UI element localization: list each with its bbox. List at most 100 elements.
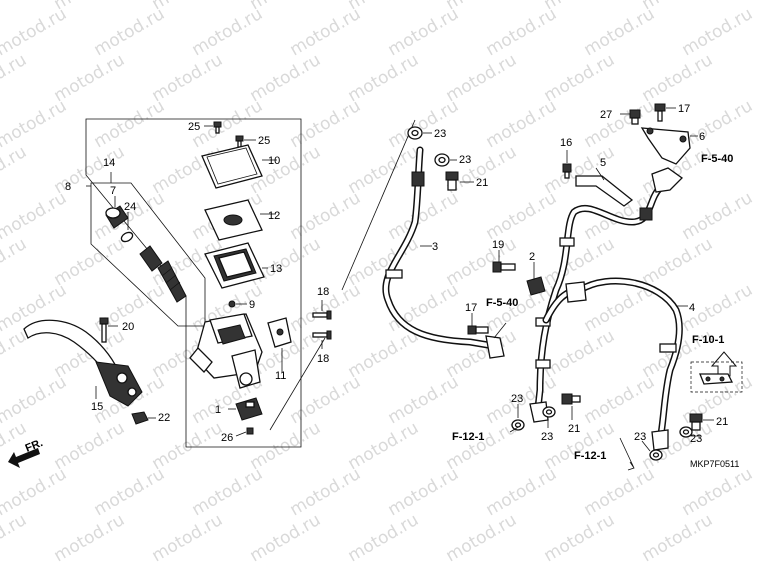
watermark-text: motod.ru <box>149 418 227 474</box>
inset-f101 <box>690 351 743 393</box>
brake-switch <box>235 397 263 421</box>
screw-26 <box>246 427 254 435</box>
callout-9: 9 <box>249 299 255 311</box>
callout-16: 16 <box>560 137 572 149</box>
callout-23: 23 <box>511 393 523 405</box>
watermark-text: motod.ru <box>385 464 463 520</box>
watermark-text: motod.ru <box>0 372 70 428</box>
screw-16 <box>562 163 572 179</box>
callout-19: 19 <box>492 239 504 251</box>
callout-18: 18 <box>317 353 329 365</box>
callout-6: 6 <box>699 131 705 143</box>
bolt-9 <box>228 300 236 308</box>
callout-17: 17 <box>678 103 690 115</box>
diaphragm <box>204 242 265 289</box>
watermark-text: motod.ru <box>91 464 169 520</box>
screw-25-top <box>213 121 222 134</box>
watermark-text: motod.ru <box>51 418 129 474</box>
watermark-text: motod.ru <box>287 4 365 60</box>
brake-lever <box>23 319 143 407</box>
callout-23: 23 <box>541 431 553 443</box>
reference-f-12-1[interactable]: F-12-1 <box>452 431 484 443</box>
watermark-text: motod.ru <box>0 326 30 382</box>
watermark-text: motod.ru <box>91 96 169 152</box>
watermark-text: motod.ru <box>287 464 365 520</box>
clamp-2 <box>526 276 546 296</box>
watermark-text: motod.ru <box>287 188 365 244</box>
watermark-text: motod.ru <box>91 4 169 60</box>
watermark-text: motod.ru <box>287 96 365 152</box>
boot-7 <box>105 205 129 229</box>
watermark-text: motod.ru <box>483 188 561 244</box>
brake-hose-3 <box>382 146 505 359</box>
watermark-text: motod.ru <box>189 464 267 520</box>
leader-hose3-to-cyl <box>341 119 416 291</box>
callout-25: 25 <box>258 135 270 147</box>
leader-23e <box>641 440 651 452</box>
watermark-text: motod.ru <box>345 142 423 198</box>
watermark-text: motod.ru <box>0 4 70 60</box>
watermark-text: motod.ru <box>385 188 463 244</box>
watermark-text: motod.ru <box>679 464 757 520</box>
front-direction-label: FR. <box>24 437 45 455</box>
reference-layer: F-5-40F-5-40F-10-1F-12-1F-12-1 <box>452 153 733 462</box>
callout-18: 18 <box>317 286 329 298</box>
callout-12: 12 <box>268 210 280 222</box>
watermark-text: motod.ru <box>443 326 521 382</box>
leader-18-to-body <box>269 337 326 431</box>
watermark-text: motod.ru <box>581 96 659 152</box>
callout-4: 4 <box>689 302 695 314</box>
leader-5 <box>595 167 605 181</box>
diaphragm-plate <box>204 199 263 241</box>
watermark-text: motod.ru <box>0 464 70 520</box>
watermark-text: motod.ru <box>345 510 423 566</box>
callout-24: 24 <box>124 201 136 213</box>
group-outline-8 <box>85 118 302 448</box>
washer-23-far-right <box>679 426 693 438</box>
watermark-text: motod.ru <box>443 234 521 290</box>
bracket-5 <box>575 175 634 207</box>
leader-f121a <box>509 425 521 433</box>
washer-23-mid <box>434 153 450 167</box>
watermark-text: motod.ru <box>149 50 227 106</box>
reference-f-5-40[interactable]: F-5-40 <box>486 297 518 309</box>
reference-f-12-1[interactable]: F-12-1 <box>574 450 606 462</box>
callout-25: 25 <box>188 121 200 133</box>
callout-15: 15 <box>91 401 103 413</box>
banjo-bolt-21-mid <box>561 393 581 405</box>
pivot-bolt-20 <box>99 317 109 343</box>
watermark-text: motod.ru <box>483 464 561 520</box>
callout-8: 8 <box>65 181 71 193</box>
watermark-text: motod.ru <box>247 510 325 566</box>
watermark-text: motod.ru <box>679 4 757 60</box>
callout-26: 26 <box>221 432 233 444</box>
watermark-text: motod.ru <box>0 234 30 290</box>
watermark-text: motod.ru <box>51 50 129 106</box>
callout-27: 27 <box>600 109 612 121</box>
callout-2: 2 <box>529 251 535 263</box>
reference-f-10-1[interactable]: F-10-1 <box>692 334 724 346</box>
bracket-6 <box>640 127 691 165</box>
leader-f121b <box>619 437 635 471</box>
callout-10: 10 <box>268 155 280 167</box>
watermark-text: motod.ru <box>51 510 129 566</box>
piston-assembly <box>139 245 187 303</box>
callout-13: 13 <box>270 263 282 275</box>
watermark-text: motod.ru <box>541 326 619 382</box>
reference-f-5-40[interactable]: F-5-40 <box>701 153 733 165</box>
watermark-text: motod.ru <box>0 50 30 106</box>
callout-11: 11 <box>275 370 286 382</box>
watermark-text: motod.ru <box>0 0 30 14</box>
watermark-text: motod.ru <box>541 50 619 106</box>
banjo-bolt-21-right <box>689 413 703 431</box>
watermark-text: motod.ru <box>385 4 463 60</box>
washer-23-lower-left <box>511 419 525 431</box>
washer-23-lower-mid <box>542 406 556 418</box>
nut-22 <box>131 411 149 425</box>
watermark-text: motod.ru <box>0 142 30 198</box>
callout-23: 23 <box>690 433 702 445</box>
master-cylinder-body <box>189 313 292 389</box>
watermark-text: motod.ru <box>247 50 325 106</box>
